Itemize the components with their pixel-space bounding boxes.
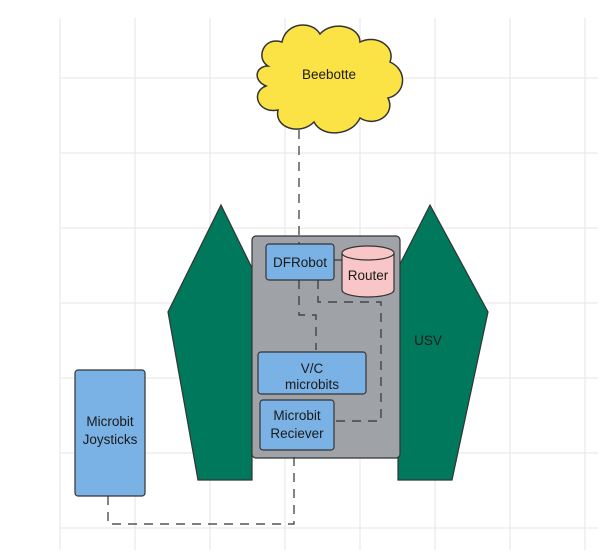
vc-microbits-box	[257, 351, 367, 395]
vc-microbits-label: V/C	[301, 361, 324, 376]
connector-dfrobot-receiver	[317, 280, 382, 422]
connector-dfrobot-vc	[298, 280, 317, 350]
connector-joysticks-receiver	[107, 452, 295, 525]
usv-label: USV	[414, 333, 442, 348]
cloud-label: Beebotte	[302, 67, 356, 82]
microbit-receiver-box	[259, 399, 335, 451]
vc-microbits-node: V/C microbits	[257, 351, 367, 395]
cloud-icon	[256, 24, 404, 134]
microbit-receiver-node: Microbit Reciever	[259, 399, 335, 451]
database-cylinder-icon	[341, 252, 395, 298]
hull-left	[167, 203, 253, 481]
connectors	[107, 130, 382, 525]
microbit-receiver-label: Microbit	[273, 408, 321, 423]
vc-microbits-label-2: microbits	[285, 377, 339, 392]
hull-right	[397, 203, 489, 481]
microbit-joysticks-label-2: Joysticks	[83, 432, 138, 447]
dfrobot-label: DFRobot	[273, 255, 327, 270]
router-label: Router	[348, 268, 389, 283]
dfrobot-box	[265, 243, 335, 281]
microbit-joysticks-label: Microbit	[86, 414, 134, 429]
router-cylinder-top	[341, 245, 395, 261]
cloud-node: Beebotte	[256, 24, 404, 134]
microbit-joysticks-node: Microbit Joysticks	[74, 369, 146, 497]
dfrobot-node: DFRobot	[265, 243, 335, 281]
router-node: Router	[341, 245, 395, 298]
microbit-receiver-label-2: Reciever	[270, 426, 324, 441]
microbit-joysticks-box	[74, 369, 146, 497]
